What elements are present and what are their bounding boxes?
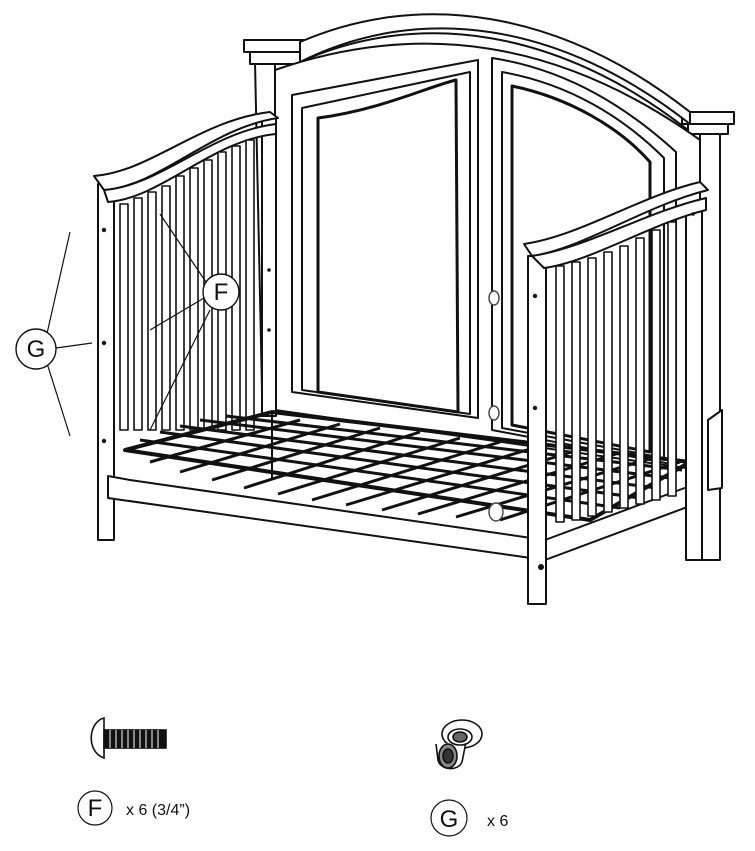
callout-g-label: G	[27, 336, 46, 363]
callout-f-label: F	[214, 279, 229, 306]
part-f-row: F x 6 (3/4”)	[77, 790, 190, 826]
right-side-panel	[488, 181, 723, 605]
callout-f: F	[202, 273, 240, 311]
callout-g: G	[15, 328, 57, 370]
callout-leaders	[45, 213, 211, 437]
part-f-badge	[77, 790, 113, 826]
bolt-icon	[90, 716, 167, 760]
part-f-letter: F	[88, 795, 103, 822]
left-side-panel	[93, 111, 279, 541]
part-g-badge	[430, 799, 468, 837]
part-g-letter: G	[440, 806, 459, 833]
part-g-quantity: x 6	[487, 813, 508, 830]
barrel-nut-icon	[435, 719, 483, 770]
part-f-quantity: x 6 (3/4”)	[126, 802, 190, 819]
part-g-row: G x 6	[430, 799, 508, 837]
